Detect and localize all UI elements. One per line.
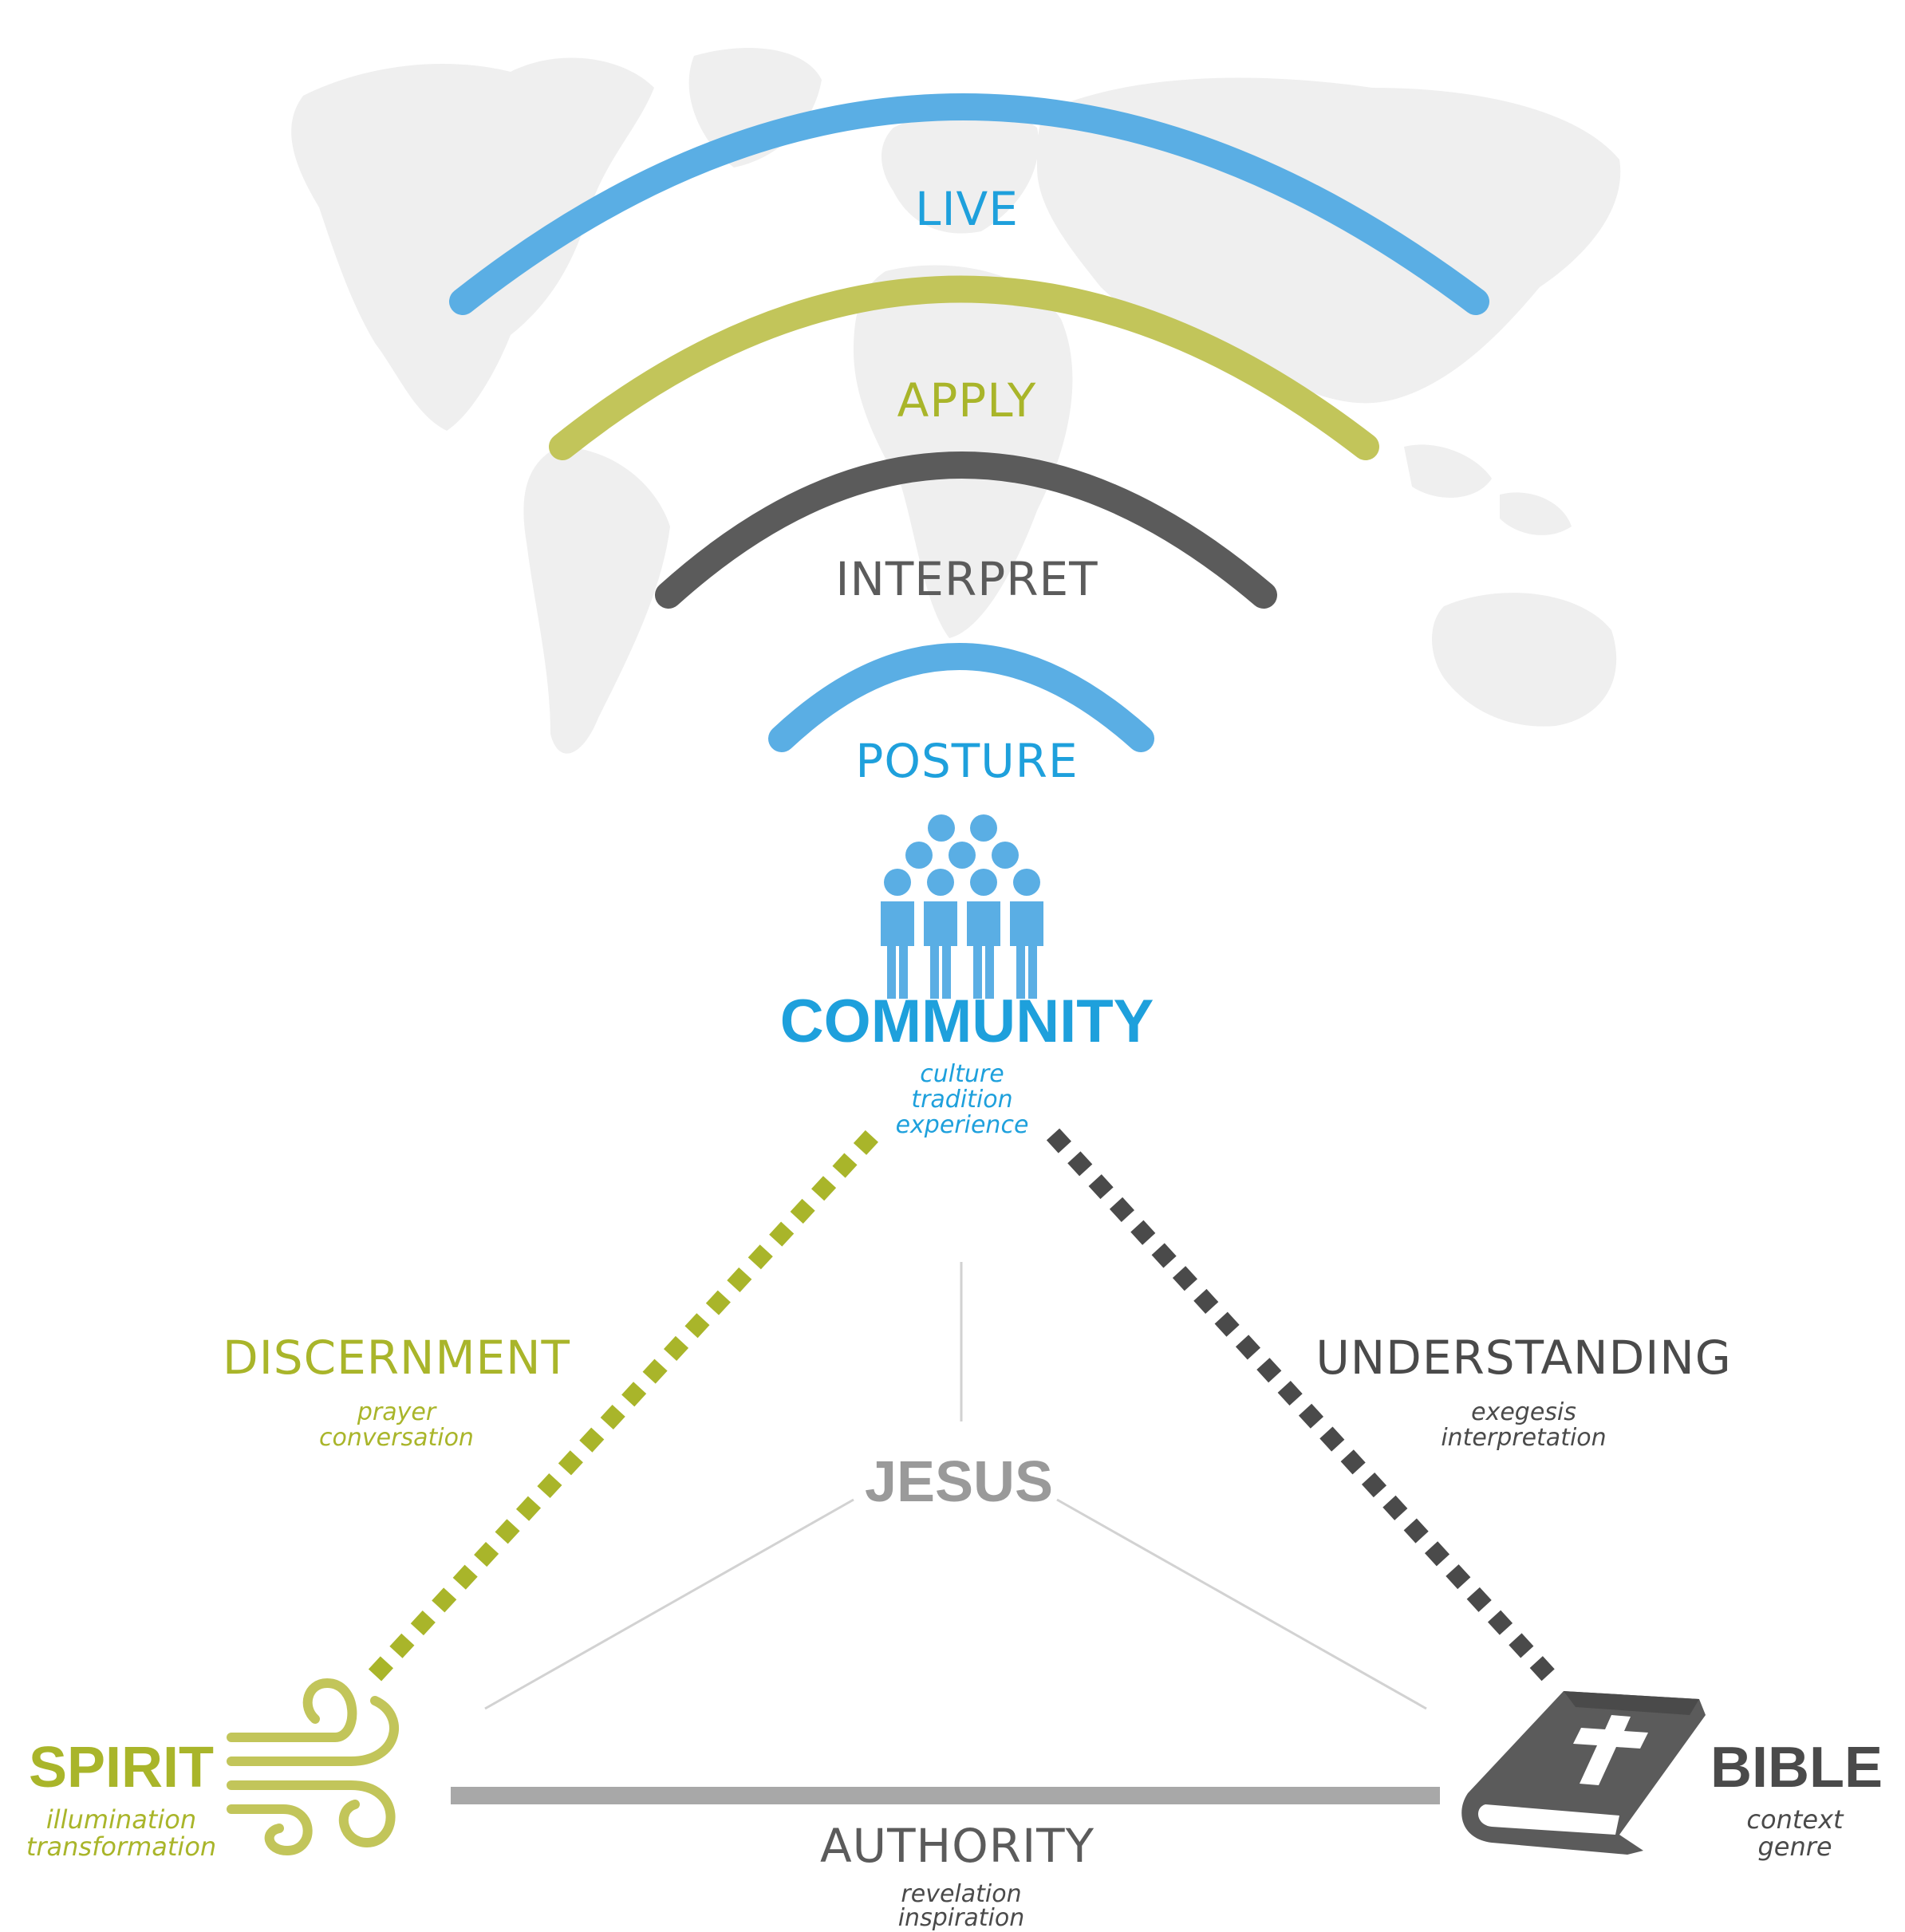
people-group-icon bbox=[881, 814, 1043, 999]
arc-posture bbox=[768, 643, 1154, 752]
authority-bar bbox=[451, 1787, 1440, 1804]
understanding-line-exegesis: exegesis bbox=[1471, 1398, 1576, 1426]
understanding-title: UNDERSTANDING bbox=[1315, 1331, 1731, 1385]
arc-apply bbox=[549, 275, 1379, 460]
discernment-title: DISCERNMENT bbox=[223, 1331, 570, 1385]
bible-line-genre: genre bbox=[1757, 1831, 1832, 1862]
jesus-triangle bbox=[484, 1262, 1427, 1710]
authority-line-revelation: revelation bbox=[901, 1880, 1021, 1908]
discernment-line-prayer: prayer bbox=[357, 1398, 437, 1426]
authority-line-inspiration: inspiration bbox=[898, 1904, 1025, 1932]
jesus-title: JESUS bbox=[865, 1450, 1053, 1514]
community-line-culture: culture bbox=[920, 1060, 1004, 1088]
connector-spirit-community bbox=[368, 1128, 881, 1682]
bible-line-context: context bbox=[1746, 1804, 1844, 1835]
arc-interpret bbox=[655, 451, 1277, 609]
wind-icon bbox=[227, 1678, 399, 1856]
spirit-line-transformation: transformation bbox=[26, 1831, 216, 1862]
spirit-line-illumination: illumination bbox=[46, 1804, 196, 1835]
bible-book-icon bbox=[1461, 1691, 1706, 1855]
arc-label-posture: POSTURE bbox=[855, 734, 1078, 788]
arc-label-live: LIVE bbox=[915, 182, 1019, 236]
arc-live bbox=[449, 93, 1489, 315]
arc-label-apply: APPLY bbox=[897, 373, 1037, 428]
community-title: COMMUNITY bbox=[780, 988, 1154, 1055]
community-line-experience: experience bbox=[896, 1111, 1029, 1139]
spirit-title: SPIRIT bbox=[29, 1736, 214, 1800]
authority-title: AUTHORITY bbox=[820, 1819, 1094, 1873]
community-line-tradition: tradition bbox=[911, 1086, 1012, 1114]
understanding-line-interpretation: interpretation bbox=[1441, 1424, 1606, 1452]
discernment-line-conversation: conversation bbox=[319, 1424, 474, 1452]
arc-group bbox=[449, 93, 1489, 752]
arc-label-interpret: INTERPRET bbox=[835, 552, 1098, 606]
bible-title: BIBLE bbox=[1710, 1736, 1883, 1800]
